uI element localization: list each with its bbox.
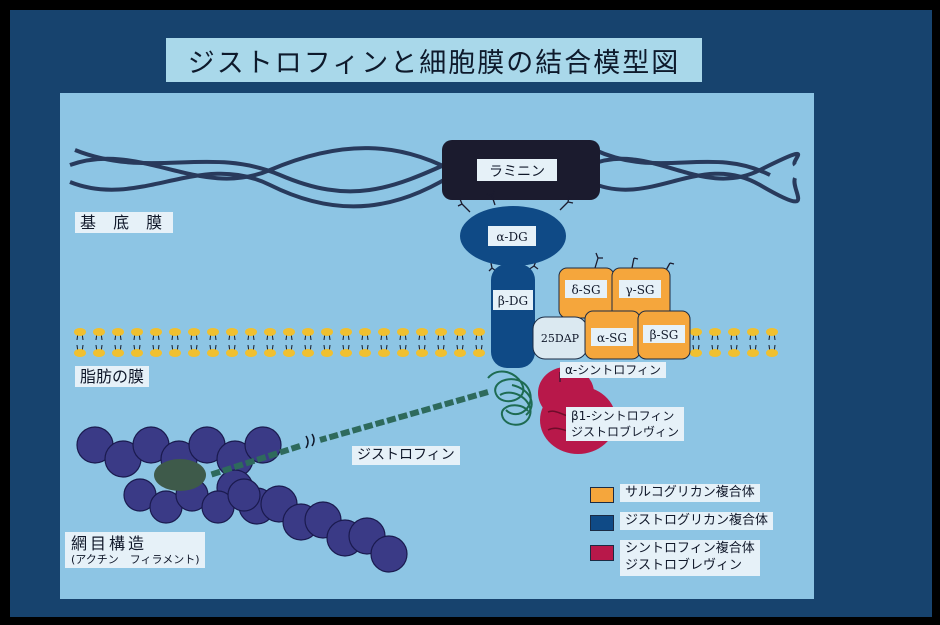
lipid-head <box>473 328 485 336</box>
lipid-head <box>169 349 181 357</box>
dap25-label: 25DAP <box>541 332 580 345</box>
beta-sg-label: β-SG <box>650 328 679 342</box>
delta-sg-label: δ-SG <box>571 283 600 297</box>
lipid-head <box>112 349 124 357</box>
title-text: ジストロフィンと細胞膜の結合模型図 <box>187 47 681 79</box>
legend-swatch-sarcoglycan <box>590 487 614 503</box>
lipid-head <box>245 349 257 357</box>
beta-dg-label-box <box>493 290 533 310</box>
dystrophin-label: ジストロフィン <box>352 446 460 465</box>
lipid-head <box>397 349 409 357</box>
lipid-head <box>207 349 219 357</box>
lipid-head <box>321 349 333 357</box>
lipid-head <box>321 328 333 336</box>
lipid-head <box>112 328 124 336</box>
legend-swatch-syntrophin <box>590 545 614 561</box>
lipid-head <box>264 349 276 357</box>
actin-network-label: 網目構造 (アクチン フィラメント) <box>65 532 206 569</box>
actin-network-title: 網目構造 <box>71 534 148 553</box>
legend-label-dystroglycan: ジストログリカン複合体 <box>620 512 774 530</box>
lipid-head <box>302 349 314 357</box>
lipid-head <box>359 349 371 357</box>
lipid-head <box>728 349 740 357</box>
lipid-membrane-label: 脂肪の膜 <box>75 366 150 388</box>
beta-dg-label: β-DG <box>498 294 528 308</box>
alpha-dg-label: α-DG <box>496 230 527 244</box>
alpha-sg-label-box <box>591 328 633 346</box>
laminin-label: ラミニン <box>489 164 545 180</box>
lipid-head <box>93 328 105 336</box>
lipid-head <box>188 349 200 357</box>
lipid-head <box>188 328 200 336</box>
lipid-head <box>454 349 466 357</box>
lipid-head <box>690 349 702 357</box>
actin-network-subtitle: (アクチン フィラメント) <box>71 553 200 567</box>
lipid-head <box>709 328 721 336</box>
dystrophin-break-mark <box>305 433 315 449</box>
alpha-dg-label-box <box>488 226 536 246</box>
legend-label-sarcoglycan: サルコグリカン複合体 <box>620 484 760 502</box>
lipid-head <box>473 349 485 357</box>
lipid-head <box>207 328 219 336</box>
lipid-head <box>359 328 371 336</box>
dystrophin-actin-binding-domain <box>154 459 206 491</box>
lipid-head <box>283 328 295 336</box>
lipid-head <box>435 328 447 336</box>
actin-subunit <box>370 535 408 573</box>
actin-subunit <box>227 478 261 512</box>
lipid-head <box>378 349 390 357</box>
lipid-head <box>93 349 105 357</box>
dystrophin-tangle <box>487 370 533 426</box>
basement-membrane-fibers <box>69 146 801 209</box>
lipid-head <box>131 349 143 357</box>
lipid-head <box>169 328 181 336</box>
lipid-head <box>131 328 143 336</box>
lipid-head <box>416 349 428 357</box>
legend-label-syntrophin: シントロフィン複合体 ジストロブレヴィン <box>620 540 760 576</box>
lipid-head <box>709 349 721 357</box>
gamma-sg-label-box <box>619 280 661 298</box>
lipid-head <box>245 328 257 336</box>
lipid-head <box>766 349 778 357</box>
lipid-head <box>435 349 447 357</box>
laminin-label-box <box>477 159 557 181</box>
lipid-head <box>454 328 466 336</box>
sarcoglycan-complex: δ-SG γ-SG 25DAP α-SG β-SG <box>532 267 691 360</box>
lipid-head <box>226 328 238 336</box>
alpha-sg-label: α-SG <box>597 331 627 345</box>
lipid-head <box>766 328 778 336</box>
alpha-syntrophin-label: α-シントロフィン <box>560 362 667 379</box>
lipid-head <box>264 328 276 336</box>
beta1-syntrophin-label: β1-シントロフィン ジストロブレヴィン <box>566 407 685 442</box>
beta-dg-column <box>491 264 535 368</box>
beta-sg-label-box <box>643 325 685 343</box>
lipid-head <box>378 328 390 336</box>
lipid-head <box>150 328 162 336</box>
lipid-head <box>340 349 352 357</box>
lipid-head <box>728 328 740 336</box>
lipid-head <box>150 349 162 357</box>
lipid-head <box>226 349 238 357</box>
lipid-head <box>340 328 352 336</box>
legend-swatch-dystroglycan <box>590 515 614 531</box>
basement-membrane-label: 基 底 膜 <box>75 212 174 234</box>
lipid-head <box>747 349 759 357</box>
lipid-head <box>747 328 759 336</box>
lipid-head <box>74 328 86 336</box>
lipid-head <box>283 349 295 357</box>
lipid-head <box>690 328 702 336</box>
lipid-bilayer <box>74 328 778 357</box>
lipid-head <box>416 328 428 336</box>
dystrophin-rod <box>209 389 489 478</box>
slide-title: ジストロフィンと細胞膜の結合模型図 <box>166 38 702 82</box>
delta-sg-label-box <box>565 280 607 298</box>
gamma-sg-label: γ-SG <box>625 283 654 297</box>
lipid-head <box>302 328 314 336</box>
lipid-head <box>74 349 86 357</box>
lipid-head <box>397 328 409 336</box>
